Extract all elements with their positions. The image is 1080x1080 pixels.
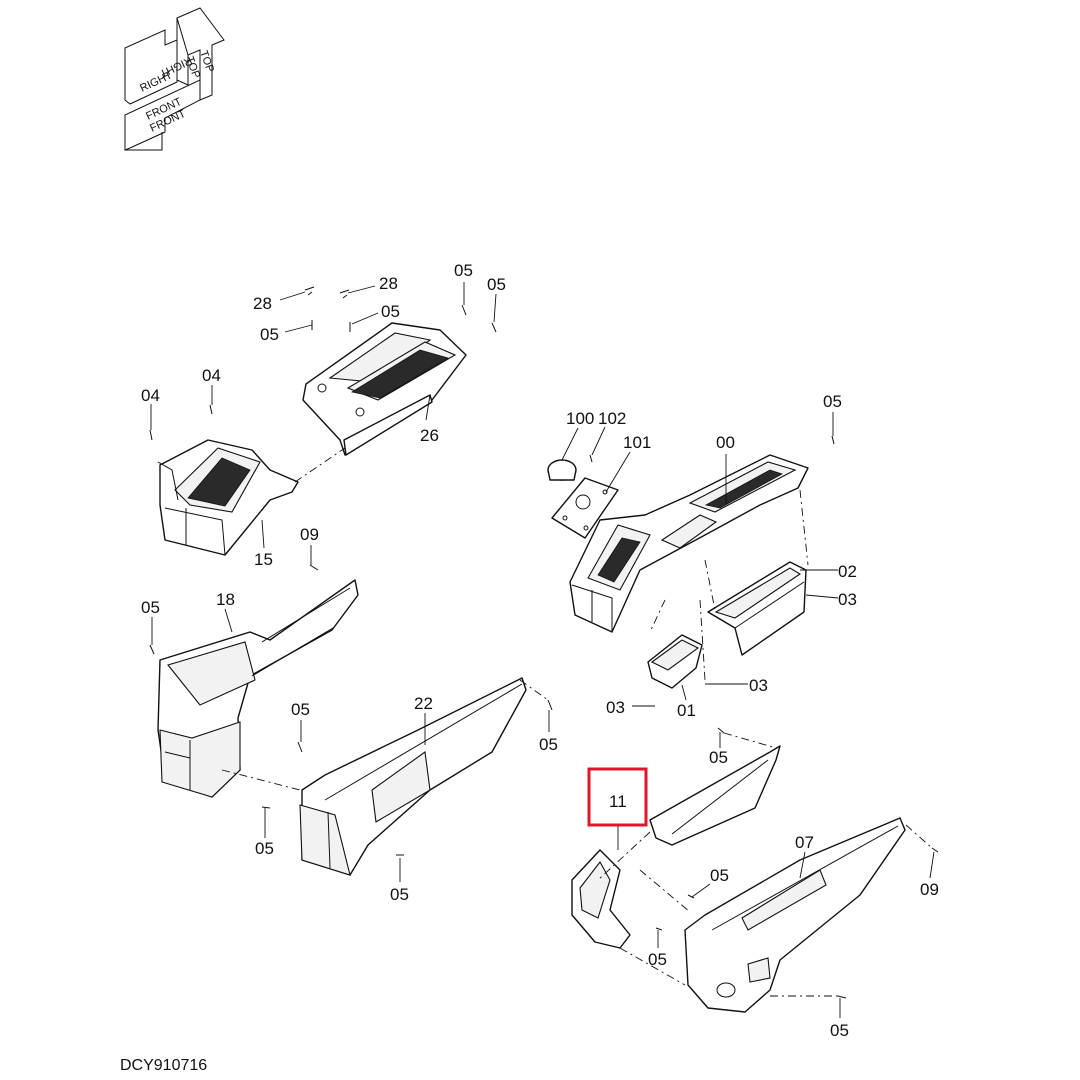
part-11-side-cover xyxy=(571,745,781,949)
callout-05: 05 xyxy=(291,700,310,719)
assembly-lines xyxy=(221,447,933,997)
callout-02: 02 xyxy=(838,562,857,581)
callout-05: 05 xyxy=(381,302,400,321)
callout-28: 28 xyxy=(379,274,398,293)
callout-05: 05 xyxy=(830,1021,849,1040)
part-26-upper-cover xyxy=(302,322,467,456)
callout-102: 102 xyxy=(598,409,626,428)
part-00-main-console xyxy=(569,454,809,633)
orientation-indicator: TOP TOP RIGHT RIGHT FRONT FRONT xyxy=(124,7,225,151)
part-02-tray xyxy=(707,561,807,656)
callout-03: 03 xyxy=(749,676,768,695)
callout-09: 09 xyxy=(300,525,319,544)
callout-04: 04 xyxy=(141,386,160,405)
callout-11: 11 xyxy=(609,792,627,811)
part-07-right-panel xyxy=(684,817,906,1013)
callout-05: 05 xyxy=(648,950,667,969)
callout-03: 03 xyxy=(606,698,625,717)
callout-05: 05 xyxy=(141,598,160,617)
callout-05: 05 xyxy=(709,748,728,767)
part-22-middle-panel xyxy=(299,677,527,876)
leader-lines xyxy=(150,282,935,1018)
callout-05: 05 xyxy=(487,275,506,294)
callout-26: 26 xyxy=(420,426,439,445)
callout-09: 09 xyxy=(920,880,939,899)
callout-labels: 28 28 05 05 05 05 04 04 26 15 100 102 10… xyxy=(141,261,939,1040)
callout-15: 15 xyxy=(254,550,273,569)
callout-05: 05 xyxy=(539,735,558,754)
part-01-small-tray xyxy=(647,634,703,689)
callout-05: 05 xyxy=(390,885,409,904)
screw-fasteners xyxy=(149,286,939,999)
highlight-box xyxy=(587,767,648,827)
callout-100: 100 xyxy=(566,409,594,428)
part-18-left-panel xyxy=(157,579,359,798)
callout-01: 01 xyxy=(677,701,696,720)
callout-05: 05 xyxy=(710,866,729,885)
callout-04: 04 xyxy=(202,366,221,385)
callout-03: 03 xyxy=(838,590,857,609)
callout-22: 22 xyxy=(414,694,433,713)
part-101-plate xyxy=(551,477,619,539)
callout-05: 05 xyxy=(823,392,842,411)
callout-05: 05 xyxy=(255,839,274,858)
part-100-knob xyxy=(547,459,577,481)
callout-101: 101 xyxy=(623,433,651,452)
callout-28: 28 xyxy=(253,294,272,313)
diagram-id: DCY910716 xyxy=(120,1057,208,1074)
callout-07: 07 xyxy=(795,833,814,852)
callout-05: 05 xyxy=(454,261,473,280)
part-15-left-shroud xyxy=(157,439,299,556)
callout-18: 18 xyxy=(216,590,235,609)
callout-00: 00 xyxy=(716,433,735,452)
callout-05: 05 xyxy=(260,325,279,344)
